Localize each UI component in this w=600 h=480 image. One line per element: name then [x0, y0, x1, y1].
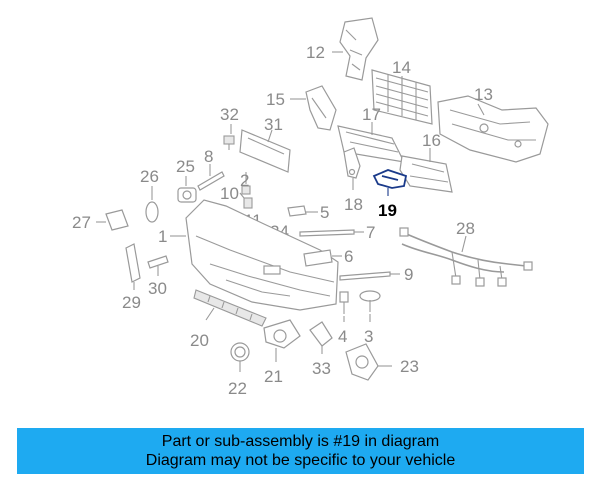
callout-10: 10 [220, 184, 239, 203]
part-13 [437, 95, 549, 163]
part-31 [239, 129, 291, 173]
part-12 [339, 17, 379, 81]
part-14 [371, 69, 433, 125]
callout-33: 33 [312, 359, 331, 378]
part-20 [193, 289, 267, 327]
callout-21: 21 [264, 367, 283, 386]
callout-12: 12 [306, 43, 325, 62]
callout-9: 9 [404, 265, 413, 284]
part-10 [243, 197, 253, 209]
callout-15: 15 [266, 90, 285, 109]
callout-3: 3 [364, 327, 373, 346]
banner-line-part: Part or sub-assembly is #19 in diagram [161, 433, 440, 450]
part-25 [177, 187, 197, 203]
callout-16: 16 [422, 131, 441, 150]
part-15 [305, 85, 337, 131]
parts-diagram: 12 14 13 15 17 16 18 [72, 17, 549, 398]
banner-line-disclaimer: Diagram may not be specific to your vehi… [145, 452, 456, 469]
part-23 [345, 343, 379, 381]
part-19 [372, 169, 408, 189]
callout-29: 29 [122, 293, 141, 312]
callout-14: 14 [392, 58, 411, 77]
part-21 [263, 319, 301, 349]
part-18 [343, 147, 361, 179]
part-4 [339, 291, 349, 314]
part-7 [299, 229, 355, 237]
part-29 [125, 243, 141, 283]
leader-28 [461, 235, 467, 253]
callout-18: 18 [344, 195, 363, 214]
leader-10 [239, 192, 245, 199]
part-16 [399, 155, 453, 193]
leader-20 [205, 307, 215, 321]
callout-27: 27 [72, 213, 91, 232]
callout-1: 1 [158, 227, 167, 246]
part-28 [399, 227, 533, 287]
callout-30: 30 [148, 279, 167, 298]
callout-5: 5 [320, 203, 329, 222]
callout-8: 8 [204, 147, 213, 166]
callout-32: 32 [220, 105, 239, 124]
callout-4: 4 [338, 327, 347, 346]
info-banner: Part or sub-assembly is #19 in diagram D… [17, 428, 584, 474]
callout-25: 25 [176, 157, 195, 176]
callout-6: 6 [344, 247, 353, 266]
callout-13: 13 [474, 85, 493, 104]
callout-26: 26 [140, 167, 159, 186]
part-2 [241, 185, 251, 195]
part-9 [339, 271, 391, 281]
callout-31: 31 [264, 115, 283, 134]
part-30 [147, 255, 169, 269]
part-33 [309, 321, 333, 347]
part-5 [287, 205, 307, 217]
part-3 [359, 290, 381, 312]
part-8 [197, 171, 225, 191]
part-6 [303, 249, 333, 267]
callout-7: 7 [366, 223, 375, 242]
callout-28: 28 [456, 219, 475, 238]
callout-20: 20 [190, 331, 209, 350]
callout-22: 22 [228, 379, 247, 398]
leader-13 [477, 103, 485, 116]
callout-2: 2 [240, 171, 249, 190]
part-1 [185, 199, 339, 311]
part-27 [105, 209, 129, 231]
part-22 [230, 342, 250, 362]
part-32 [223, 135, 235, 150]
callout-23: 23 [400, 357, 419, 376]
callout-19: 19 [378, 201, 397, 220]
callout-17: 17 [362, 105, 381, 124]
part-26 [145, 201, 159, 223]
leader-31 [267, 129, 273, 143]
